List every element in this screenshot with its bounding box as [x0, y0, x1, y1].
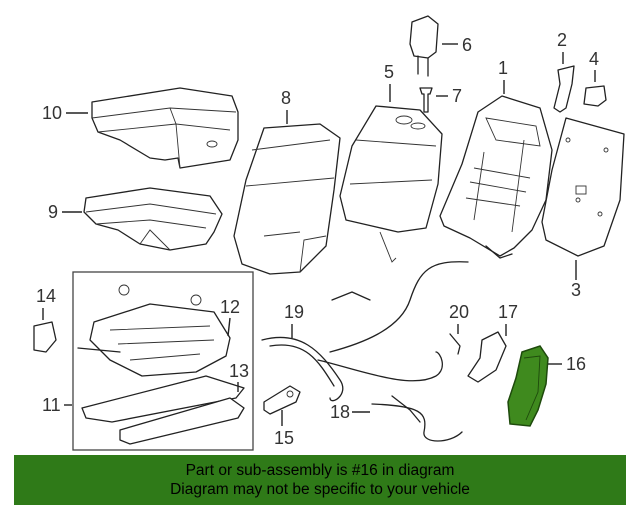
part-9-cushion-cover[interactable]: [83, 187, 223, 251]
part-3-back-board[interactable]: [541, 117, 625, 257]
inset-frame-box: [72, 271, 254, 451]
callout-10: 10: [42, 103, 62, 123]
part-15-lever[interactable]: [263, 385, 301, 415]
part-4-clip[interactable]: [583, 85, 607, 107]
callout-1: 1: [498, 58, 508, 78]
callout-4: 4: [589, 49, 599, 69]
part-14-cover[interactable]: [33, 321, 57, 353]
callout-7: 7: [452, 86, 462, 106]
callout-9: 9: [48, 202, 58, 222]
part-19-cable[interactable]: [261, 291, 371, 402]
part-17-bracket[interactable]: [467, 331, 507, 383]
callout-14: 14: [36, 286, 56, 306]
caption-line-1: Part or sub-assembly is #16 in diagram: [185, 462, 455, 479]
callout-15: 15: [274, 428, 294, 448]
callout-19: 19: [284, 302, 304, 322]
part-2-bracket[interactable]: [553, 65, 575, 113]
part-20-clip[interactable]: [449, 333, 461, 355]
callout-8: 8: [281, 88, 291, 108]
callout-17: 17: [498, 302, 518, 322]
callout-3: 3: [571, 280, 581, 300]
callout-6: 6: [462, 35, 472, 55]
callout-18: 18: [330, 402, 350, 422]
callout-13: 13: [229, 361, 249, 381]
caption-bar: Part or sub-assembly is #16 in diagram D…: [14, 455, 626, 505]
part-18-cable[interactable]: [317, 261, 469, 442]
caption-line-2: Diagram may not be specific to your vehi…: [170, 481, 470, 498]
callout-11: 11: [42, 395, 61, 415]
callout-16: 16: [566, 354, 586, 374]
part-13-seat-tracks[interactable]: [81, 375, 245, 445]
part-6-headrest[interactable]: [409, 15, 439, 77]
callout-5: 5: [384, 62, 394, 82]
part-11-cushion-frame[interactable]: [77, 284, 231, 377]
part-10-cushion-pad[interactable]: [91, 87, 239, 169]
part-7-headrest-guide[interactable]: [419, 87, 433, 113]
callout-12: 12: [220, 297, 240, 317]
callout-2: 2: [557, 30, 567, 50]
part-5-seatback-pad[interactable]: [339, 105, 443, 263]
callouts: 1 2 3 4 5 6 7 8 9 10 11 12 13 14 15 16 1: [36, 30, 599, 448]
part-1-seatback-frame[interactable]: [439, 95, 553, 259]
part-16-side-cover-highlighted[interactable]: [507, 345, 549, 427]
part-8-seatback-cover[interactable]: [233, 123, 341, 275]
callout-20: 20: [449, 302, 469, 322]
